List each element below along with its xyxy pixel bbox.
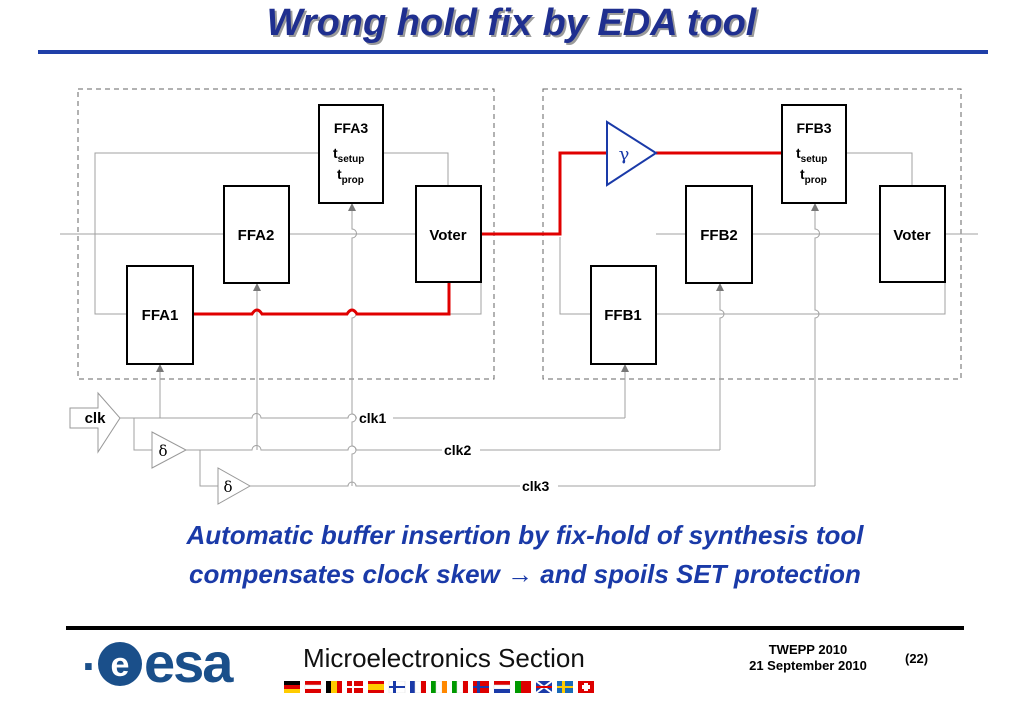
inserted-buffer [606, 120, 658, 187]
delay-element-2 [217, 467, 252, 505]
ffa3-label: FFA3 [334, 120, 368, 136]
clk1-label: clk1 [359, 410, 386, 426]
ffb2-box [685, 185, 753, 284]
caption-line-2: compensates clock skew → and spoils SET … [189, 559, 861, 589]
ffa3-tprop: tprop [337, 166, 364, 186]
voter-b-box [879, 185, 946, 283]
ffa1-label: FFA1 [142, 307, 179, 324]
caption-line-1: Automatic buffer insertion by fix-hold o… [186, 520, 864, 550]
member-state-flags [284, 681, 594, 693]
conference-date: 21 September 2010 [749, 658, 867, 673]
ffb3-label: FFB3 [797, 120, 832, 136]
voter-a-label: Voter [429, 227, 466, 244]
conference-info: TWEPP 2010 21 September 2010 [733, 642, 883, 674]
ffa2-box [223, 185, 290, 284]
ffa3-tsetup: tsetup [333, 145, 364, 165]
esa-logo: · e esa [82, 634, 236, 694]
delay-1-symbol: δ [158, 442, 167, 460]
slide-title: Wrong hold fix by EDA tool [266, 2, 757, 44]
section-name: Microelectronics Section [303, 643, 585, 673]
ffb3-tsetup: tsetup [796, 145, 827, 165]
ffb3-box [781, 104, 847, 204]
clk-input-port [69, 391, 121, 454]
arrow-icon: → [507, 559, 533, 589]
svg-text:·: · [82, 640, 97, 692]
set-propagation-path [193, 151, 781, 316]
voter-b-label: Voter [893, 227, 930, 244]
ffa1-box [126, 265, 194, 365]
voter-a-box [415, 185, 482, 283]
clock-wires [120, 413, 815, 487]
clock-arrowheads [156, 203, 819, 372]
buffer-gamma-symbol: γ [619, 144, 630, 165]
ffa3-box [318, 104, 384, 204]
ffa2-label: FFA2 [238, 227, 275, 244]
title-underline [38, 50, 988, 54]
clk-input-label: clk [85, 410, 107, 427]
page-number: (22) [905, 651, 929, 666]
clk2-label: clk2 [444, 442, 471, 458]
svg-text:e: e [111, 646, 130, 684]
ffb1-label: FFB1 [604, 307, 642, 324]
conference-name: TWEPP 2010 [768, 642, 848, 657]
delay-element-1 [151, 431, 188, 469]
ffb3-tprop: tprop [800, 166, 827, 186]
ffb1-box [590, 265, 657, 365]
delay-2-symbol: δ [223, 478, 232, 496]
svg-text:esa: esa [144, 634, 234, 694]
clk3-label: clk3 [522, 478, 549, 494]
ffb2-label: FFB2 [700, 227, 738, 244]
footer-rule [66, 626, 964, 630]
group-b-wires [559, 152, 978, 486]
